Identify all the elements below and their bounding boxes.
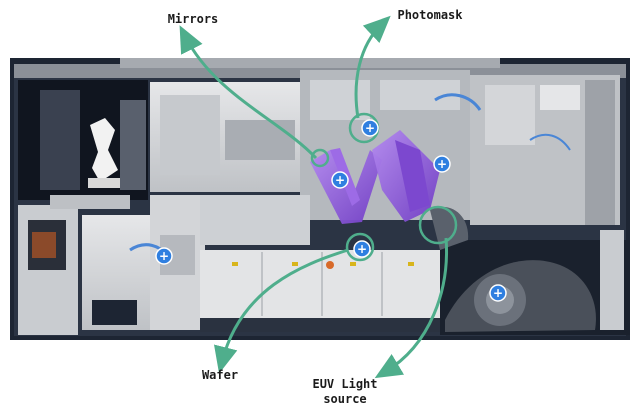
hotspot-circle[interactable] (361, 119, 379, 137)
hotspots: + + + + + + (155, 119, 507, 302)
euv-label-line1: EUV Light (312, 377, 378, 391)
plus-icon: + (357, 242, 367, 256)
lithography-machine (10, 58, 630, 340)
base-cabinet (200, 250, 440, 332)
mirrors-label: Mirrors (167, 12, 219, 26)
wafer-label: Wafer (201, 368, 239, 382)
hotspot-wafer-stage[interactable]: + (155, 247, 173, 265)
plus-icon: + (437, 157, 447, 171)
wafer-handler (18, 195, 205, 335)
wafer-arrow (214, 248, 349, 374)
plus-icon: + (159, 249, 169, 263)
hotspot-circle[interactable] (433, 155, 451, 173)
euv-label-line2: source (323, 392, 367, 406)
photomask-label: Photomask (397, 8, 463, 22)
highlight-rings (310, 112, 458, 262)
photomask-arrow (354, 15, 391, 119)
callout-arrows (179, 15, 448, 379)
hotspot-circle[interactable] (331, 171, 349, 189)
hotspot-photomask[interactable]: + (361, 119, 379, 137)
euv-light-source-label: EUV Light source (300, 377, 390, 407)
euv-arrow (374, 237, 448, 379)
mirrors-arrow (179, 25, 318, 160)
hotspot-wafer[interactable]: + (353, 240, 371, 258)
hotspot-mirrors[interactable]: + (331, 171, 349, 189)
plus-icon: + (493, 286, 503, 300)
robot-bay (18, 80, 148, 200)
plus-icon: + (365, 121, 375, 135)
hotspot-euv-source[interactable]: + (489, 284, 507, 302)
hotspot-circle[interactable] (155, 247, 173, 265)
hotspot-optics-right[interactable]: + (433, 155, 451, 173)
plus-icon: + (335, 173, 345, 187)
hotspot-circle[interactable] (489, 284, 507, 302)
euv-source-module (430, 75, 630, 335)
hotspot-circle[interactable] (353, 240, 371, 258)
